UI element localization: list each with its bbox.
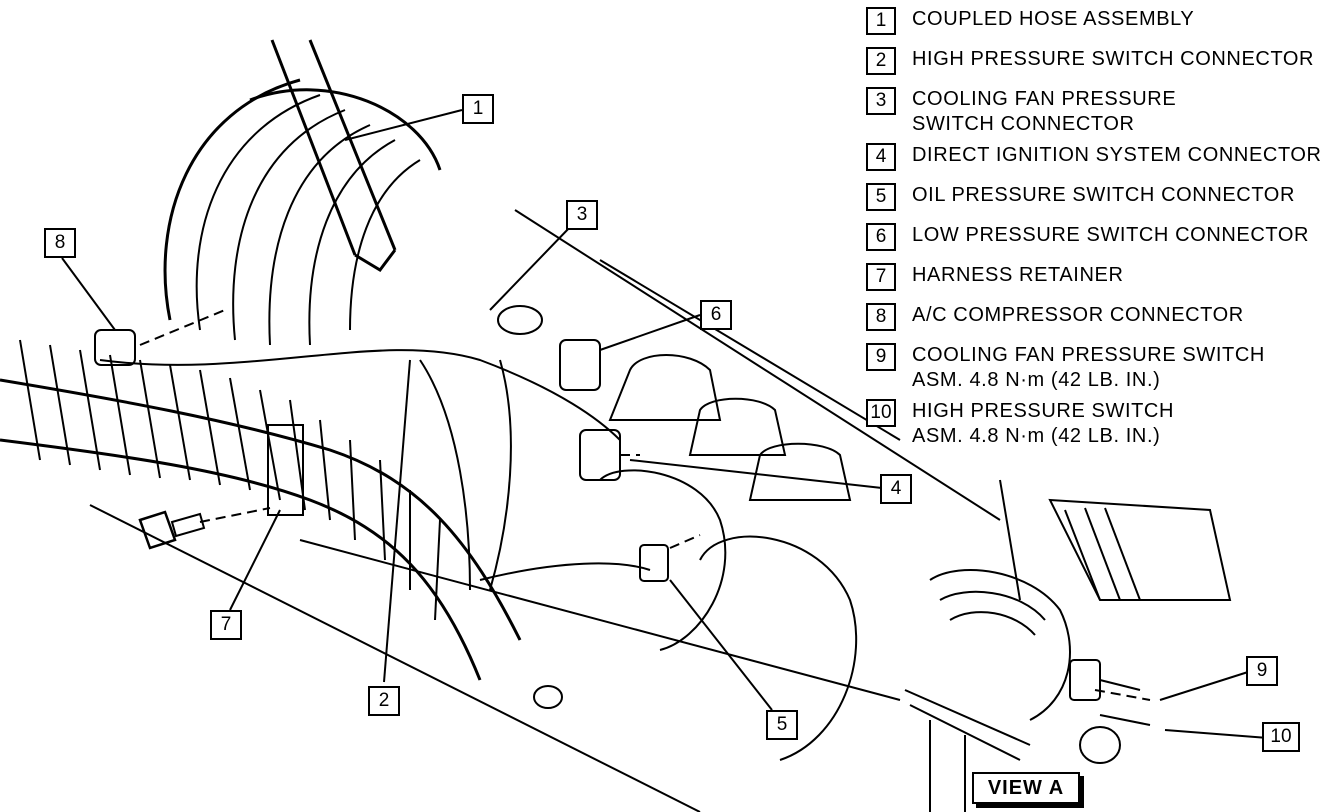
callout-9: 9 (1246, 656, 1278, 686)
dashed-guides (139, 309, 1151, 701)
legend-text: COOLING FAN PRESSURE SWITCH CONNECTOR (912, 87, 1176, 137)
callout-6: 6 (700, 300, 732, 330)
callout-5: 5 (766, 710, 798, 740)
legend-text: COOLING FAN PRESSURE SWITCH ASM. 4.8 N·m … (912, 343, 1265, 393)
wiring-harness (0, 339, 651, 681)
legend-line: COOLING FAN PRESSURE (912, 88, 1177, 110)
legend-line: ASM. 4.8 N·m (42 LB. IN.) (912, 369, 1161, 391)
legend-number: 3 (866, 87, 896, 115)
legend-text: A/C COMPRESSOR CONNECTOR (912, 303, 1244, 328)
legend-text: OIL PRESSURE SWITCH CONNECTOR (912, 183, 1295, 208)
legend-text: HIGH PRESSURE SWITCH CONNECTOR (912, 47, 1314, 72)
legend-number: 10 (866, 399, 896, 427)
callout-2: 2 (368, 686, 400, 716)
legend-line: HARNESS RETAINER (912, 264, 1124, 286)
legend-number: 1 (866, 7, 896, 35)
callout-8: 8 (44, 228, 76, 258)
legend-text: HARNESS RETAINER (912, 263, 1124, 288)
callout-1: 1 (462, 94, 494, 124)
legend-number: 5 (866, 183, 896, 211)
engine-block (89, 209, 1001, 812)
coupled-hose (270, 39, 397, 272)
legend-text: COUPLED HOSE ASSEMBLY (912, 7, 1194, 32)
legend-number: 8 (866, 303, 896, 331)
legend-number: 6 (866, 223, 896, 251)
legend-line: HIGH PRESSURE SWITCH (912, 400, 1175, 422)
bolt-icon (138, 510, 206, 550)
compressor-pulley (163, 78, 442, 346)
legend-text: LOW PRESSURE SWITCH CONNECTOR (912, 223, 1309, 248)
view-a-inset (904, 479, 1232, 812)
legend-line: COOLING FAN PRESSURE SWITCH (912, 344, 1265, 366)
callout-4: 4 (880, 474, 912, 504)
legend-text: DIRECT IGNITION SYSTEM CONNECTOR (912, 143, 1322, 168)
callout-3: 3 (566, 200, 598, 230)
legend-line: A/C COMPRESSOR CONNECTOR (912, 304, 1244, 326)
legend-line: SWITCH CONNECTOR (912, 113, 1135, 135)
legend-number: 9 (866, 343, 896, 371)
leader-lines (61, 109, 1269, 739)
legend-line: OIL PRESSURE SWITCH CONNECTOR (912, 184, 1295, 206)
legend-number: 4 (866, 143, 896, 171)
legend-number: 7 (866, 263, 896, 291)
legend-text: HIGH PRESSURE SWITCH ASM. 4.8 N·m (42 LB.… (912, 399, 1174, 449)
legend-line: LOW PRESSURE SWITCH CONNECTOR (912, 224, 1310, 246)
legend-line: HIGH PRESSURE SWITCH CONNECTOR (912, 48, 1315, 70)
legend-line: COUPLED HOSE ASSEMBLY (912, 8, 1195, 30)
callout-10: 10 (1262, 722, 1300, 752)
legend-number: 2 (866, 47, 896, 75)
callout-7: 7 (210, 610, 242, 640)
legend-line: ASM. 4.8 N·m (42 LB. IN.) (912, 425, 1161, 447)
legend-line: DIRECT IGNITION SYSTEM CONNECTOR (912, 144, 1322, 166)
view-a-label: VIEW A (972, 772, 1080, 804)
